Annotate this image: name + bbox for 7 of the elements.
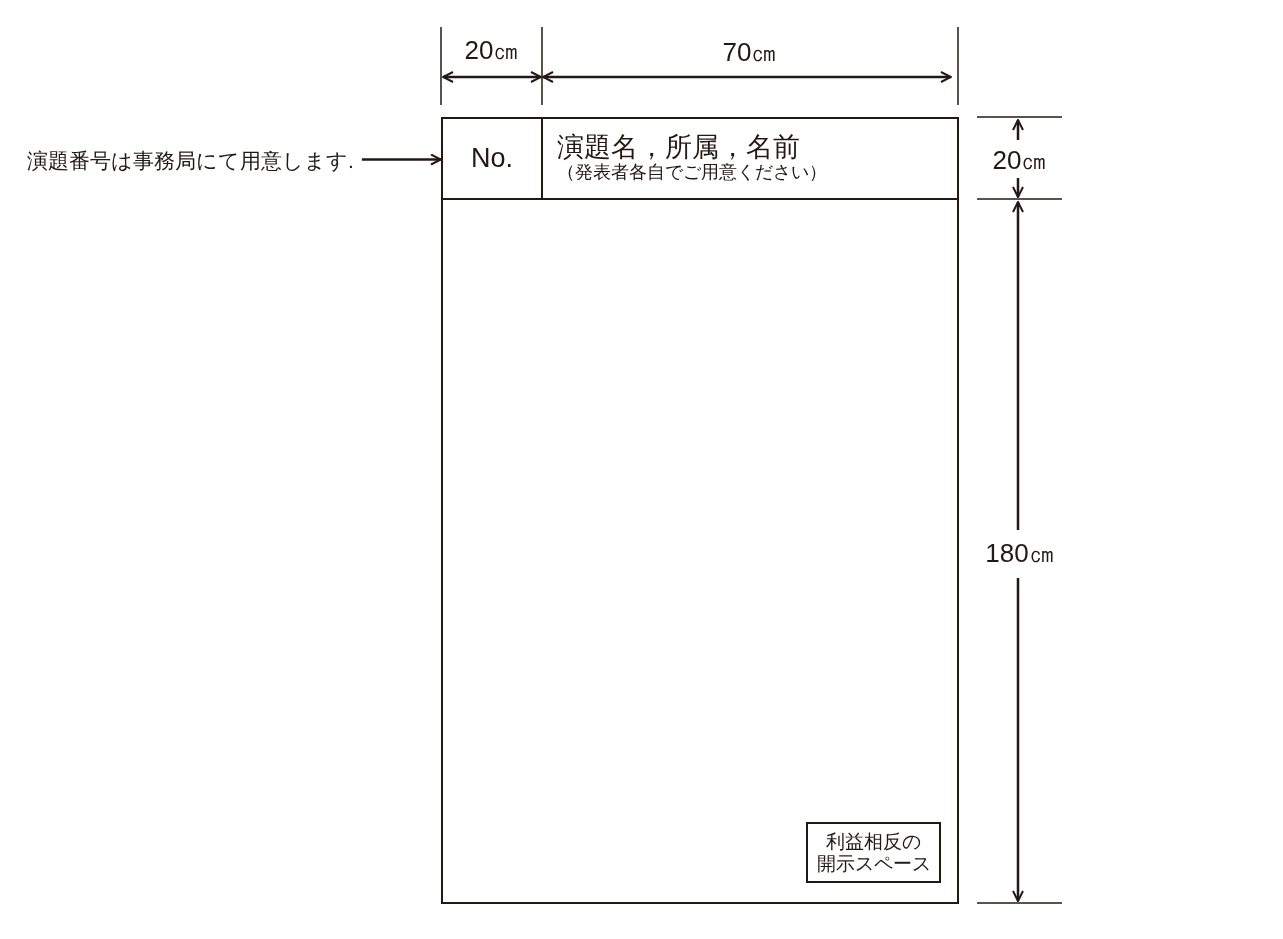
title-heading: 演題名，所属，名前 [557,131,801,163]
arrow [361,153,442,166]
title-note: （発表者各自でご用意ください） [557,163,828,184]
note-text: 演題番号は事務局にて用意します. [27,146,354,176]
disclosure-box: 利益相反の開示スペース [806,822,941,883]
poster-board [441,117,959,904]
number-box: No. [443,119,543,200]
